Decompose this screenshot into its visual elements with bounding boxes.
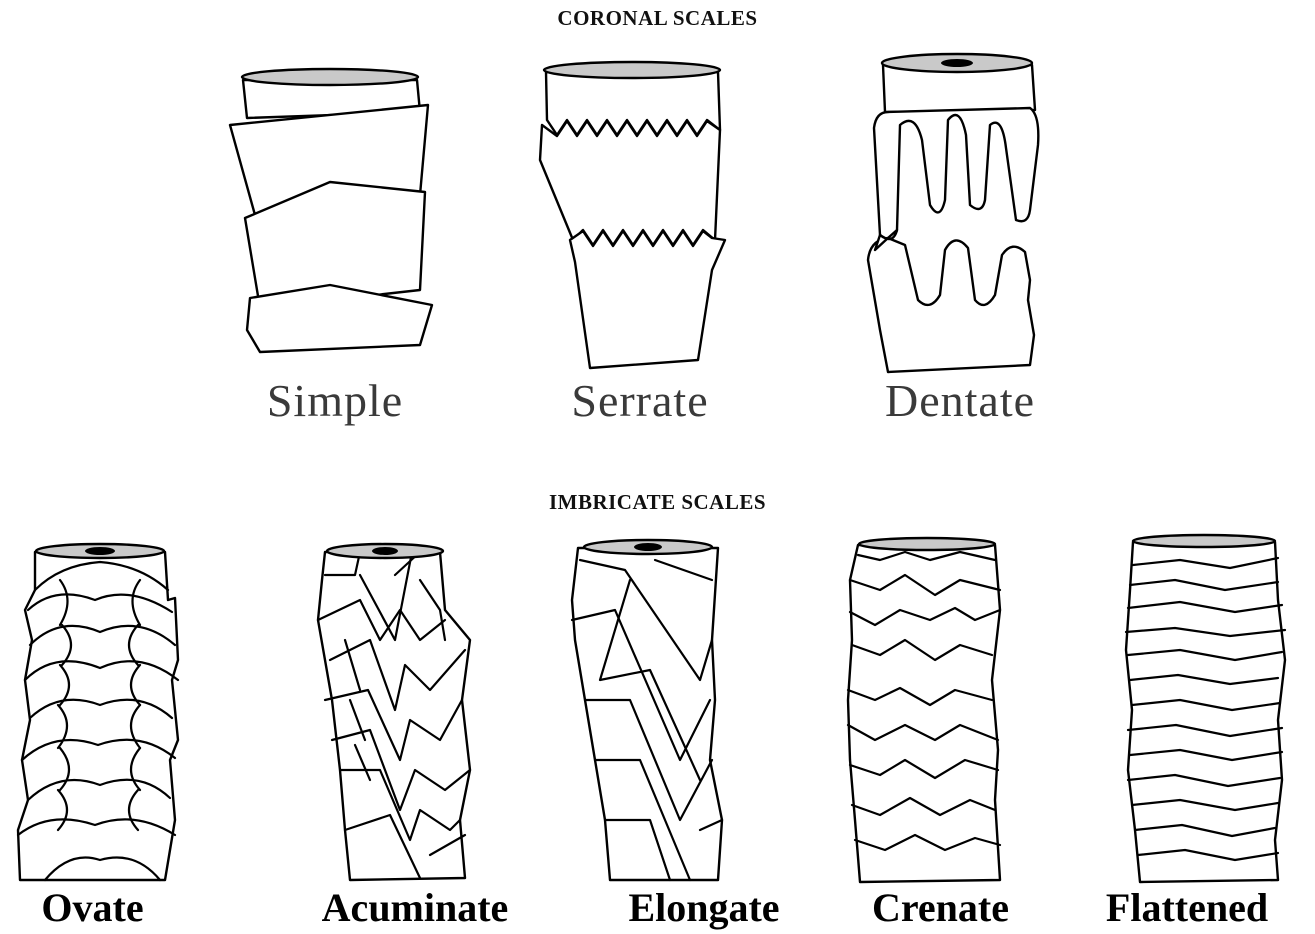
serrate-hair-illustration: [540, 62, 725, 368]
elongate-hair-illustration: [572, 540, 722, 880]
acuminate-hair-illustration: [318, 544, 470, 880]
dentate-hair-illustration: [868, 54, 1038, 372]
label-elongate: Elongate: [588, 884, 820, 931]
label-acuminate: Acuminate: [270, 884, 560, 931]
label-flattened: Flattened: [1062, 884, 1312, 931]
simple-hair-illustration: [230, 69, 432, 352]
flattened-hair-illustration: [1126, 535, 1285, 882]
label-serrate: Serrate: [515, 374, 765, 427]
label-ovate: Ovate: [0, 884, 185, 931]
crenate-hair-illustration: [848, 538, 1000, 882]
label-crenate: Crenate: [838, 884, 1043, 931]
label-simple: Simple: [210, 374, 460, 427]
label-dentate: Dentate: [830, 374, 1090, 427]
ovate-hair-illustration: [18, 544, 178, 880]
